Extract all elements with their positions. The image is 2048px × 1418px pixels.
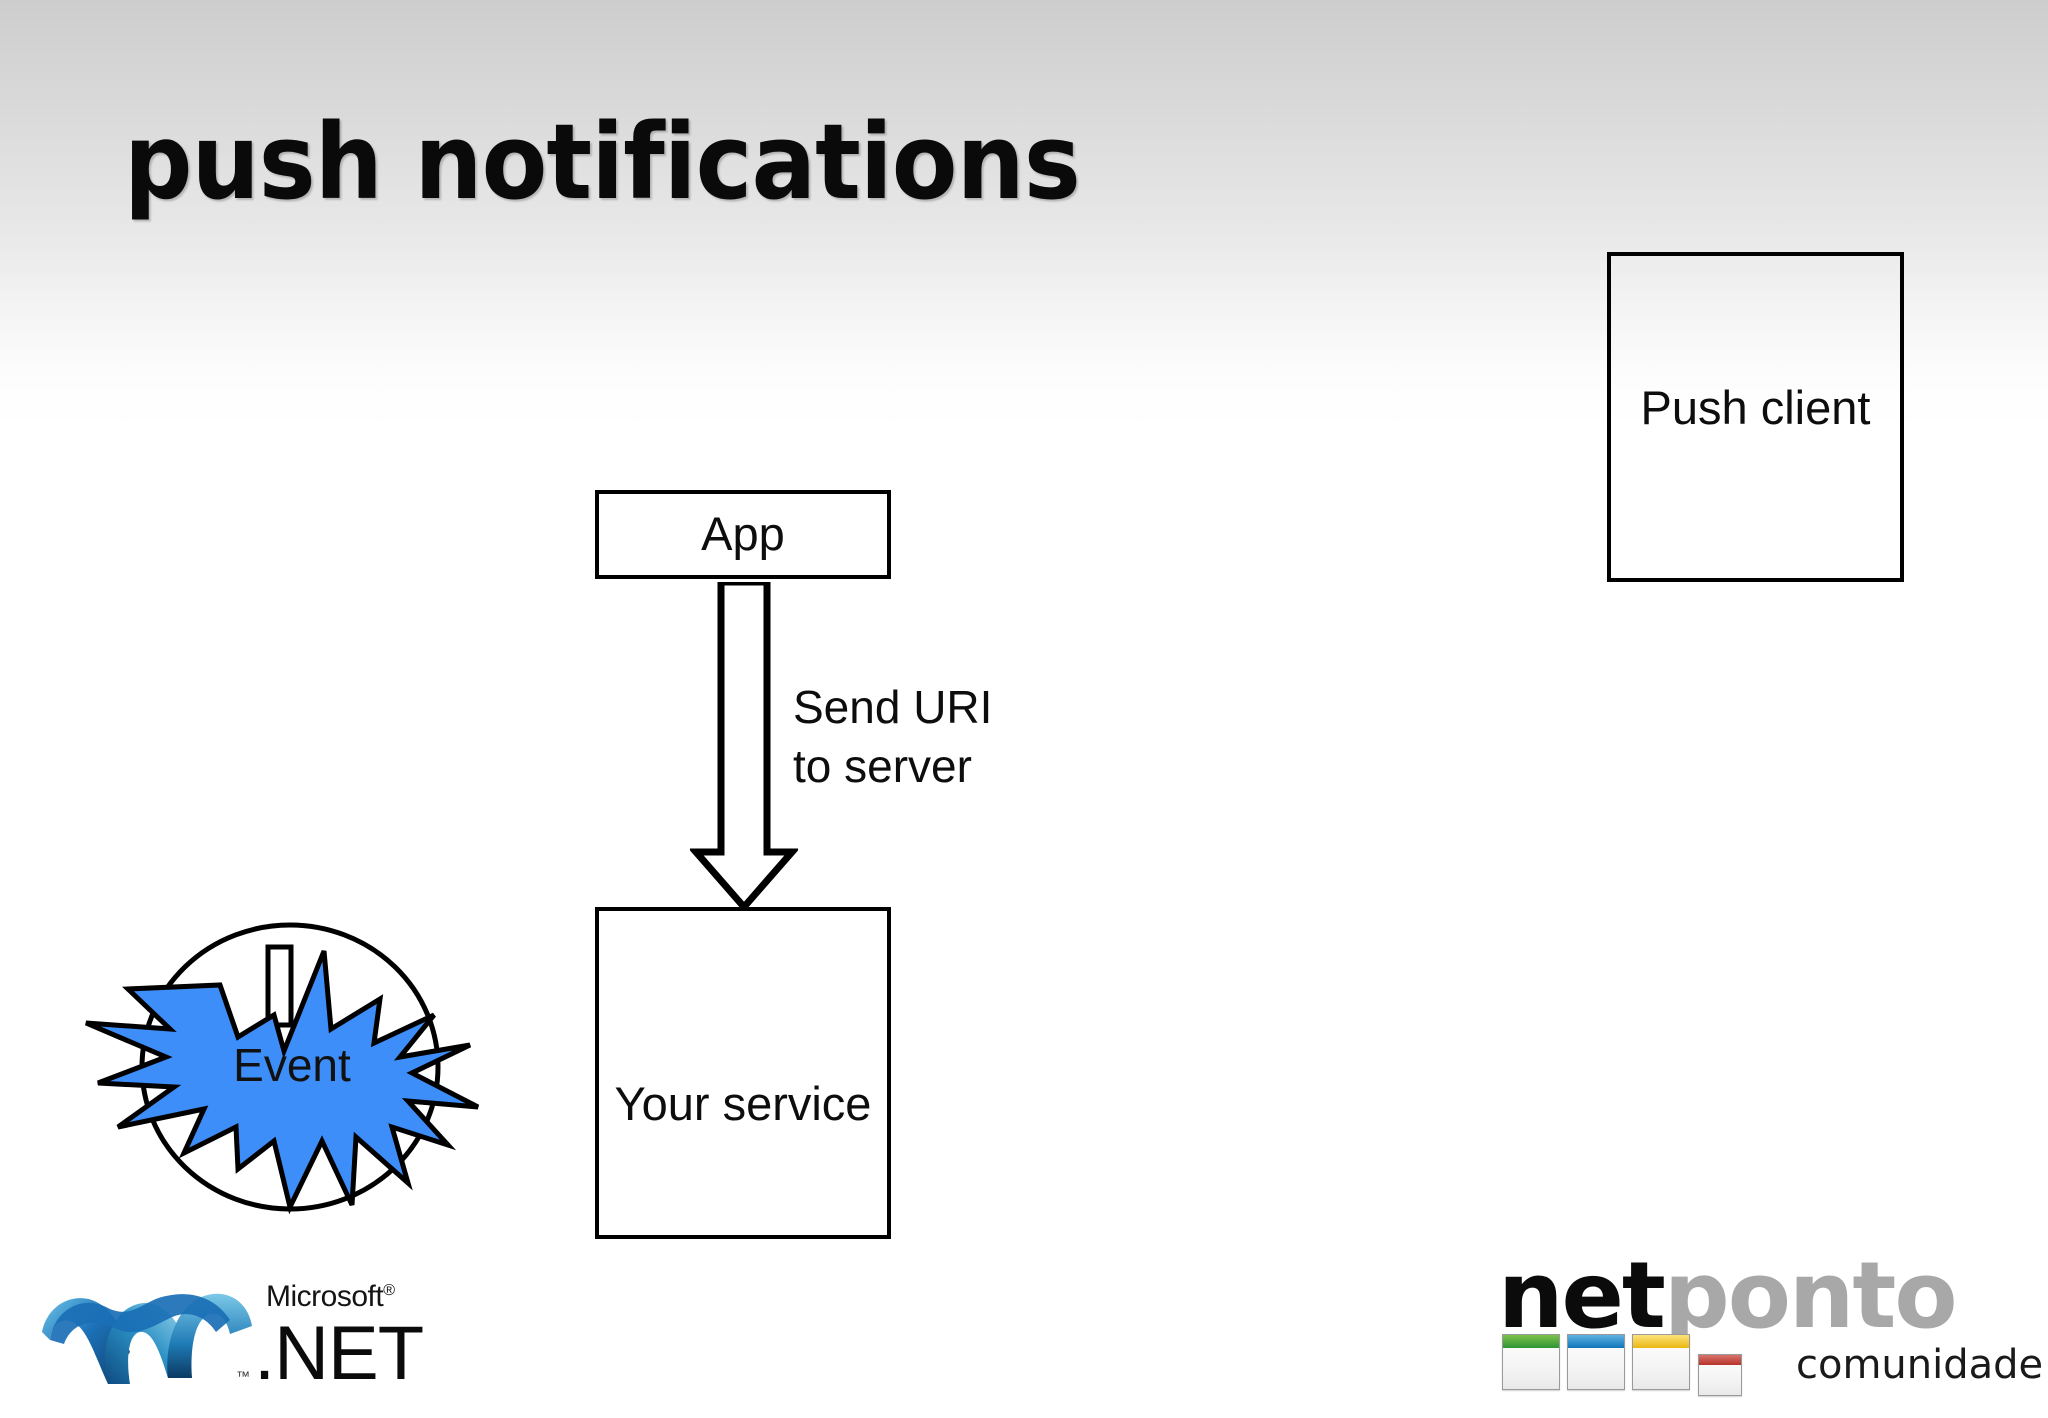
netponto-tagline: comunidade [1796, 1342, 2044, 1388]
blue-square-icon [1567, 1334, 1625, 1390]
page-title: push notifications [124, 101, 1081, 223]
diagram-box-push-client: Push client [1607, 252, 1904, 582]
microsoft-dotnet-logo: Microsoft® .NET ™ [38, 1272, 428, 1402]
diagram-box-app: App [595, 490, 891, 579]
yellow-square-icon [1632, 1334, 1690, 1390]
dotnet-wordmark: .NET [254, 1311, 424, 1396]
diagram-box-your-service: Your service [595, 907, 891, 1239]
registered-mark: ® [383, 1282, 395, 1299]
microsoft-wordmark: Microsoft® [266, 1280, 395, 1314]
event-burst-icon [78, 915, 498, 1215]
arrow-label-line-1: Send URI [793, 681, 993, 733]
diagram-box-app-label: App [701, 507, 785, 560]
netponto-ponto-text: ponto [1663, 1242, 1958, 1349]
diagram-box-push-client-label: Push client [1640, 381, 1871, 434]
netponto-wordmark: netponto [1498, 1250, 1958, 1342]
dotnet-swoosh-icon [38, 1280, 256, 1392]
green-square-icon [1502, 1334, 1560, 1390]
netponto-squares-icon [1502, 1334, 1742, 1402]
red-square-icon [1698, 1354, 1742, 1396]
arrow-label-line-2: to server [793, 740, 972, 792]
netponto-logo: netponto comunidade [1498, 1250, 2043, 1406]
microsoft-text: Microsoft [266, 1280, 384, 1313]
arrow-label-send-uri: Send URI to server [793, 678, 992, 796]
netponto-net-text: net [1498, 1242, 1666, 1349]
down-arrow-icon [690, 582, 798, 910]
diagram-box-your-service-label: Your service [614, 1077, 872, 1130]
trademark-mark: ™ [236, 1368, 250, 1384]
